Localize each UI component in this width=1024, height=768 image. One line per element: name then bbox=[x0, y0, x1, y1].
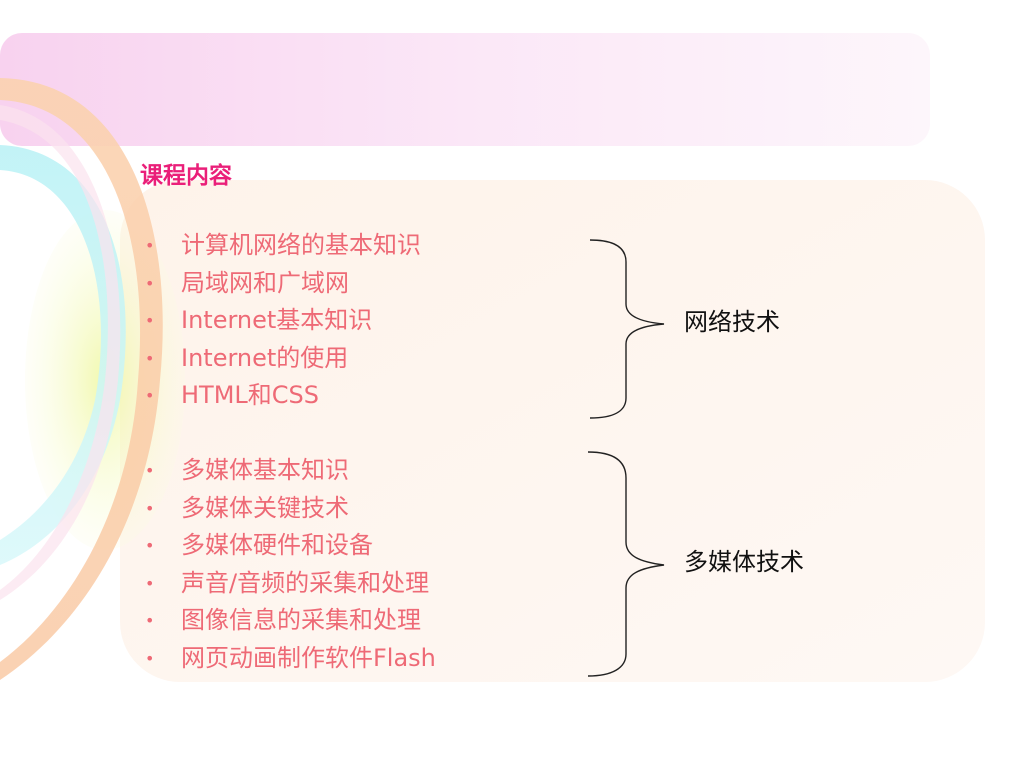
list-item: • Internet基本知识 bbox=[140, 302, 421, 340]
list-item-text: Internet的使用 bbox=[181, 343, 349, 372]
list-item-text: 多媒体硬件和设备 bbox=[181, 531, 373, 559]
bullet-icon: • bbox=[145, 236, 155, 255]
list-item: • 多媒体硬件和设备 bbox=[140, 527, 436, 565]
content-panel bbox=[120, 180, 985, 682]
list-item-text: 多媒体关键技术 bbox=[181, 493, 349, 522]
list-item-text: 图像信息的采集和处理 bbox=[181, 606, 421, 634]
bullet-icon: • bbox=[145, 273, 155, 293]
bullet-icon: • bbox=[145, 461, 155, 480]
list-item-text: 声音/音频的采集和处理 bbox=[181, 568, 430, 597]
list-item: • 图像信息的采集和处理 bbox=[140, 602, 436, 640]
list-item-text: 网页动画制作软件Flash bbox=[181, 643, 436, 672]
list-item: • 多媒体基本知识 bbox=[140, 452, 436, 490]
bullet-icon: • bbox=[145, 348, 155, 368]
list-item: • 多媒体关键技术 bbox=[140, 490, 436, 528]
list-item-text: 局域网和广域网 bbox=[181, 268, 349, 297]
bullet-icon: • bbox=[145, 648, 155, 668]
bullet-icon: • bbox=[145, 386, 155, 405]
bullet-icon: • bbox=[145, 311, 155, 330]
list-item: • 局域网和广域网 bbox=[140, 265, 421, 303]
list-item-text: Internet基本知识 bbox=[181, 306, 373, 334]
list-item: • 声音/音频的采集和处理 bbox=[140, 565, 436, 603]
list-item: • 网页动画制作软件Flash bbox=[140, 640, 436, 678]
list-item-text: HTML和CSS bbox=[181, 381, 320, 409]
list-item-text: 计算机网络的基本知识 bbox=[181, 231, 421, 259]
list-item: • Internet的使用 bbox=[140, 340, 421, 378]
network-tech-label: 网络技术 bbox=[684, 308, 780, 336]
list-item: • HTML和CSS bbox=[140, 377, 421, 415]
network-topic-list: • 计算机网络的基本知识 • 局域网和广域网 • Internet基本知识 • Inte… bbox=[140, 227, 421, 415]
slide-title: 课程内容 bbox=[140, 163, 232, 189]
multimedia-topic-list: • 多媒体基本知识 • 多媒体关键技术 • 多媒体硬件和设备 • 声音/音频的采集和处理… bbox=[140, 452, 436, 677]
orange-arc bbox=[0, 78, 163, 680]
bullet-icon: • bbox=[145, 611, 155, 630]
bullet-icon: • bbox=[145, 573, 155, 593]
pink-arc bbox=[0, 105, 121, 600]
bullet-icon: • bbox=[145, 536, 155, 555]
bullet-icon: • bbox=[145, 498, 155, 518]
multimedia-tech-label: 多媒体技术 bbox=[684, 548, 804, 576]
header-band bbox=[0, 33, 930, 146]
list-item: • 计算机网络的基本知识 bbox=[140, 227, 421, 265]
list-item-text: 多媒体基本知识 bbox=[181, 456, 349, 484]
